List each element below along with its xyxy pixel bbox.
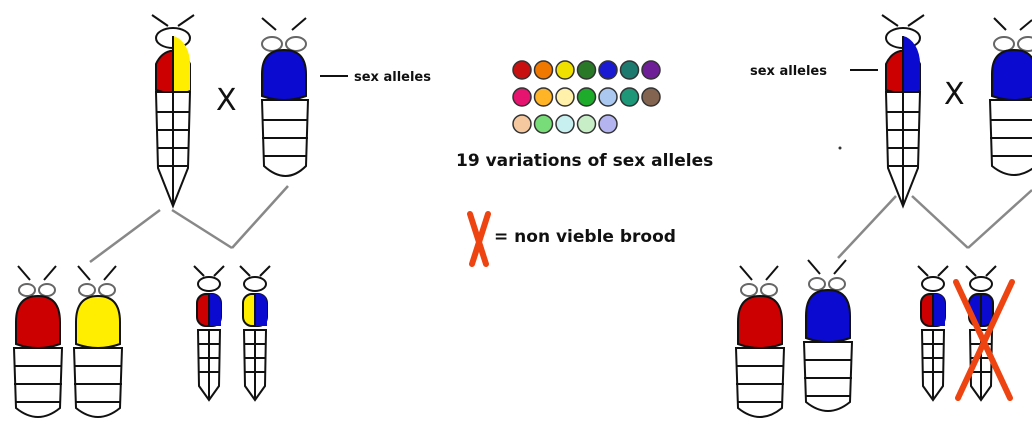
left-offspring-red-drone	[12, 265, 64, 418]
right-offspring-red-blue-worker	[917, 265, 949, 402]
lineage-lines-right	[837, 189, 1032, 259]
allele-color-swatch	[512, 114, 532, 134]
left-offspring-yellow-drone	[72, 265, 124, 418]
allele-color-swatch	[619, 60, 640, 80]
right-drone-blue	[988, 17, 1032, 176]
nonviable-x-icon	[467, 211, 491, 267]
allele-color-swatch	[576, 87, 597, 107]
nonviable-cross-mark	[953, 279, 1015, 401]
lineage-line	[171, 208, 233, 250]
lineage-line	[89, 208, 161, 264]
allele-color-swatch	[641, 87, 661, 107]
right-queen-red-blue	[881, 14, 925, 209]
allele-color-swatch	[533, 114, 554, 134]
allele-color-swatch	[598, 114, 618, 134]
right-offspring-red-drone	[734, 265, 786, 418]
nonviable-legend-text: = non vieble brood	[494, 227, 676, 247]
allele-color-swatch	[555, 87, 575, 107]
sex-alleles-label-left: sex alleles	[354, 70, 431, 85]
variations-caption: 19 variations of sex alleles	[456, 151, 713, 171]
allele-color-swatch	[641, 60, 661, 80]
right-offspring-blue-blue-nonviable	[953, 265, 1015, 402]
sex-alleles-label-right: sex alleles	[750, 64, 827, 79]
speck	[838, 146, 842, 150]
allele-color-swatch	[512, 60, 532, 80]
lineage-lines-left	[89, 185, 289, 264]
lineage-line	[231, 185, 289, 249]
lineage-line	[837, 195, 897, 259]
right-offspring-blue-drone	[802, 259, 854, 412]
lineage-line	[967, 189, 1032, 249]
lineage-line	[911, 195, 969, 249]
allele-color-swatch	[512, 87, 532, 107]
allele-color-palette	[512, 60, 661, 134]
left-offspring-yellow-blue-worker	[239, 265, 271, 402]
allele-color-swatch	[576, 60, 597, 80]
left-offspring-red-blue-worker	[193, 265, 225, 402]
nonviable-legend: = non vieble brood	[467, 211, 676, 267]
allele-color-swatch	[533, 87, 554, 107]
allele-color-swatch	[598, 87, 618, 107]
allele-color-swatch	[555, 60, 575, 80]
allele-color-swatch	[533, 60, 554, 80]
cross-symbol-right: X	[944, 77, 965, 112]
allele-color-swatch	[576, 114, 597, 134]
allele-color-swatch	[619, 87, 640, 107]
allele-color-swatch	[598, 60, 618, 80]
left-queen-red-yellow	[151, 14, 195, 209]
cross-symbol-left: X	[216, 83, 237, 118]
left-drone-blue	[260, 17, 310, 177]
allele-color-swatch	[555, 114, 575, 134]
